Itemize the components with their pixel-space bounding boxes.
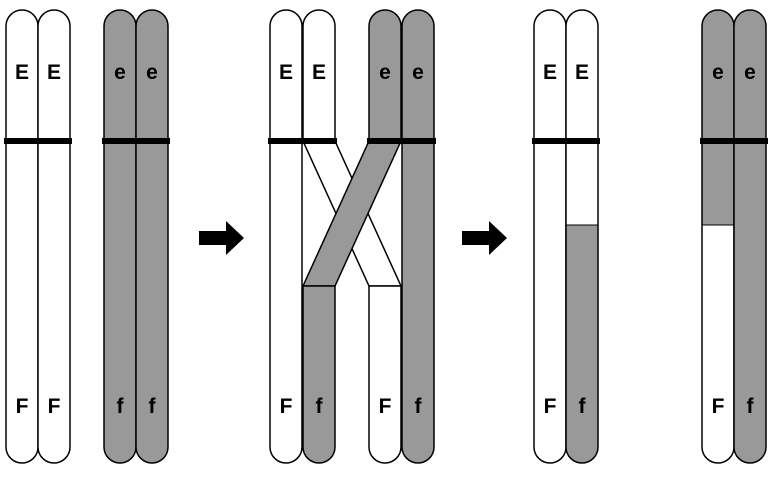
stage1-pair-lowercase: e e f f (102, 9, 170, 464)
stage1-pair-uppercase: E E F F (4, 9, 72, 464)
allele-label: E (47, 61, 61, 84)
allele-label: E (575, 61, 589, 84)
allele-label: F (48, 395, 61, 418)
allele-label: F (280, 395, 293, 418)
chromatid-e-f-recombinant-gray (301, 9, 403, 464)
allele-label: F (712, 395, 725, 418)
chromatid-e-F-recombinant (701, 9, 735, 464)
stage3-pair-lowercase: e e F f (700, 9, 768, 464)
allele-label: e (744, 61, 756, 84)
stage2-crossover: E E e e F f F f (268, 9, 436, 464)
right-arrow-icon (462, 221, 507, 255)
allele-label: f (149, 395, 157, 418)
right-arrow-icon (199, 221, 244, 255)
allele-label: f (747, 395, 755, 418)
allele-label: E (279, 61, 293, 84)
chromatid-E-F-2 (37, 9, 71, 464)
chromatid-e-f (733, 9, 767, 464)
chromatid-e-f (401, 9, 435, 464)
allele-label: F (544, 395, 557, 418)
allele-label: F (16, 395, 29, 418)
allele-label: e (412, 61, 424, 84)
allele-label: e (712, 61, 724, 84)
allele-label: f (316, 395, 324, 418)
allele-label: E (312, 61, 326, 84)
allele-label: E (15, 61, 29, 84)
allele-label: e (379, 61, 391, 84)
allele-label: e (146, 61, 158, 84)
allele-label: F (379, 395, 392, 418)
allele-label: f (117, 395, 125, 418)
chromatid-e-f-2 (135, 9, 169, 464)
allele-label: E (543, 61, 557, 84)
allele-label: f (579, 395, 587, 418)
chromatid-E-F (269, 9, 303, 464)
chromatid-E-f-recombinant (565, 9, 599, 464)
allele-label: e (114, 61, 126, 84)
allele-label: f (415, 395, 423, 418)
stage3-pair-uppercase: E E F f (532, 9, 600, 464)
